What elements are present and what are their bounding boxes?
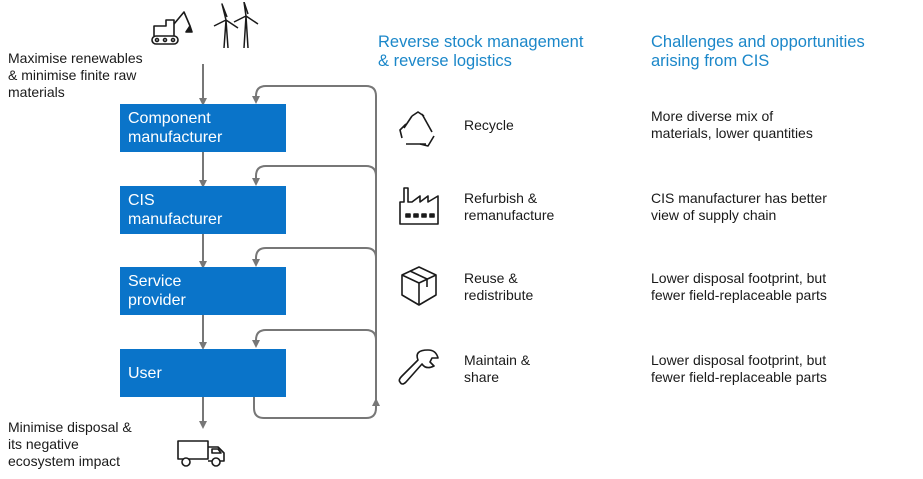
box-user: User xyxy=(120,349,286,397)
dump-truck-icon xyxy=(177,440,225,467)
box-cis-manufacturer: CIS manufacturer xyxy=(120,186,286,234)
box-service-provider: Service provider xyxy=(120,267,286,315)
input-label: Maximise renewables & minimise finite ra… xyxy=(8,50,143,100)
output-label: Minimise disposal & its negative ecosyst… xyxy=(8,419,132,469)
factory-icon xyxy=(399,187,439,225)
excavator-icon xyxy=(151,11,193,45)
loop-label-maintain: Maintain & share xyxy=(464,352,531,385)
header-challenges: Challenges and opportunities arising fro… xyxy=(651,33,865,70)
recycle-icon xyxy=(399,111,435,147)
wrench-icon xyxy=(398,349,439,385)
loop-label-reuse: Reuse & redistribute xyxy=(464,270,534,303)
loop-reuse xyxy=(252,247,377,267)
box-icon xyxy=(401,266,437,306)
loop-return-path xyxy=(253,397,380,419)
loop-maintain xyxy=(252,329,377,348)
challenge-recycle: More diverse mix of materials, lower qua… xyxy=(651,108,813,141)
loop-label-refurbish: Refurbish & remanufacture xyxy=(464,190,555,223)
challenge-reuse: Lower disposal footprint, but fewer fiel… xyxy=(651,270,827,303)
challenge-refurbish: CIS manufacturer has better view of supp… xyxy=(651,190,827,223)
loop-refurbish xyxy=(252,165,377,186)
wind-turbine-icon xyxy=(213,2,259,49)
box-component-manufacturer: Component manufacturer xyxy=(120,104,286,152)
loop-recycle xyxy=(252,85,377,400)
loop-label-recycle: Recycle xyxy=(464,117,514,133)
header-reverse: Reverse stock management & reverse logis… xyxy=(378,33,584,70)
challenge-maintain: Lower disposal footprint, but fewer fiel… xyxy=(651,352,827,385)
